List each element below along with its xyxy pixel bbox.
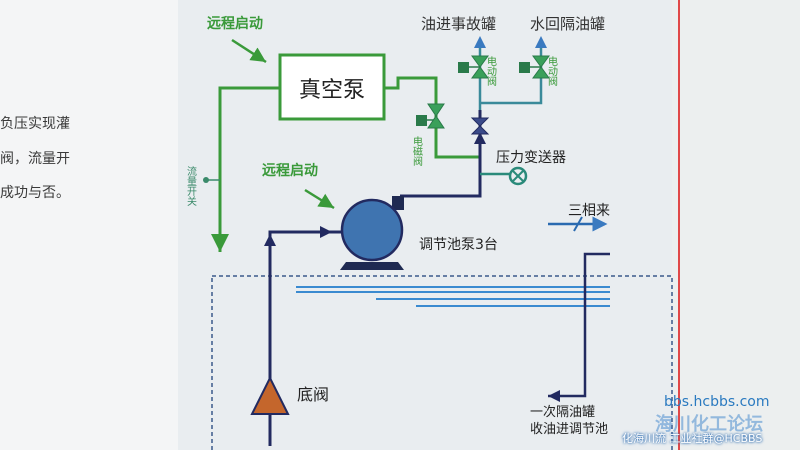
pressure-transmitter-icon[interactable] — [508, 166, 528, 186]
watermark-forum: 海川化工论坛 — [655, 414, 763, 435]
solenoid-valve[interactable] — [416, 103, 445, 129]
bottom-right-label-1: 一次隔油罐 — [530, 404, 595, 420]
watermark-community: 化海川流 工业社群@HCBBS — [622, 432, 763, 445]
flow-switch-label: 流量开关 — [185, 165, 197, 207]
pressure-transmitter-label: 压力变送器 — [496, 150, 566, 166]
side-panel: 负压实现灌 阀，流量开 成功与否。 — [0, 0, 178, 450]
right-border — [672, 0, 800, 450]
svg-text:电动阀: 电动阀 — [485, 55, 497, 87]
vacuum-pump-box — [278, 53, 386, 121]
solenoid-valve-label: 电磁阀 — [411, 135, 423, 167]
side-text-line-1: 负压实现灌 — [0, 116, 70, 132]
water-level-lines — [296, 286, 610, 307]
side-text-line-3: 成功与否。 — [0, 185, 70, 201]
red-divider — [678, 0, 680, 450]
electric-valve-1[interactable] — [458, 55, 489, 79]
check-valve[interactable] — [470, 117, 490, 135]
water-back-to-separator-label: 水回隔油罐 — [530, 15, 605, 33]
remote-start-label-top: 远程启动 — [207, 15, 263, 32]
remote-start-arrow-mid — [304, 188, 335, 210]
side-text-line-2: 阀，流量开 — [0, 151, 70, 167]
foot-valve-icon — [250, 375, 290, 415]
watermark-url: bbs.hcbbs.com — [664, 394, 770, 410]
oil-to-accident-tank-label: 油进事故罐 — [421, 15, 496, 33]
electric-valve-label-1: 电动阀 — [485, 55, 497, 87]
electric-valve-2[interactable] — [519, 55, 550, 79]
foot-valve-label: 底阀 — [297, 385, 329, 404]
vacuum-pump-label: 真空泵 — [299, 78, 365, 103]
svg-text:流量开关: 流量开关 — [185, 165, 197, 207]
svg-text:电动阀: 电动阀 — [546, 55, 558, 87]
regulating-tank-outline — [211, 275, 673, 450]
remote-start-arrow-top — [231, 38, 267, 64]
bottom-right-label-2: 收油进调节池 — [530, 422, 608, 437]
regulating-pump[interactable] — [340, 196, 404, 270]
regulating-pumps-label: 调节池泵3台 — [419, 237, 498, 253]
electric-valve-label-2: 电动阀 — [546, 55, 558, 87]
three-phase-label: 三相来 — [568, 203, 610, 219]
svg-text:电磁阀: 电磁阀 — [411, 135, 423, 167]
remote-start-label-mid: 远程启动 — [262, 162, 318, 179]
